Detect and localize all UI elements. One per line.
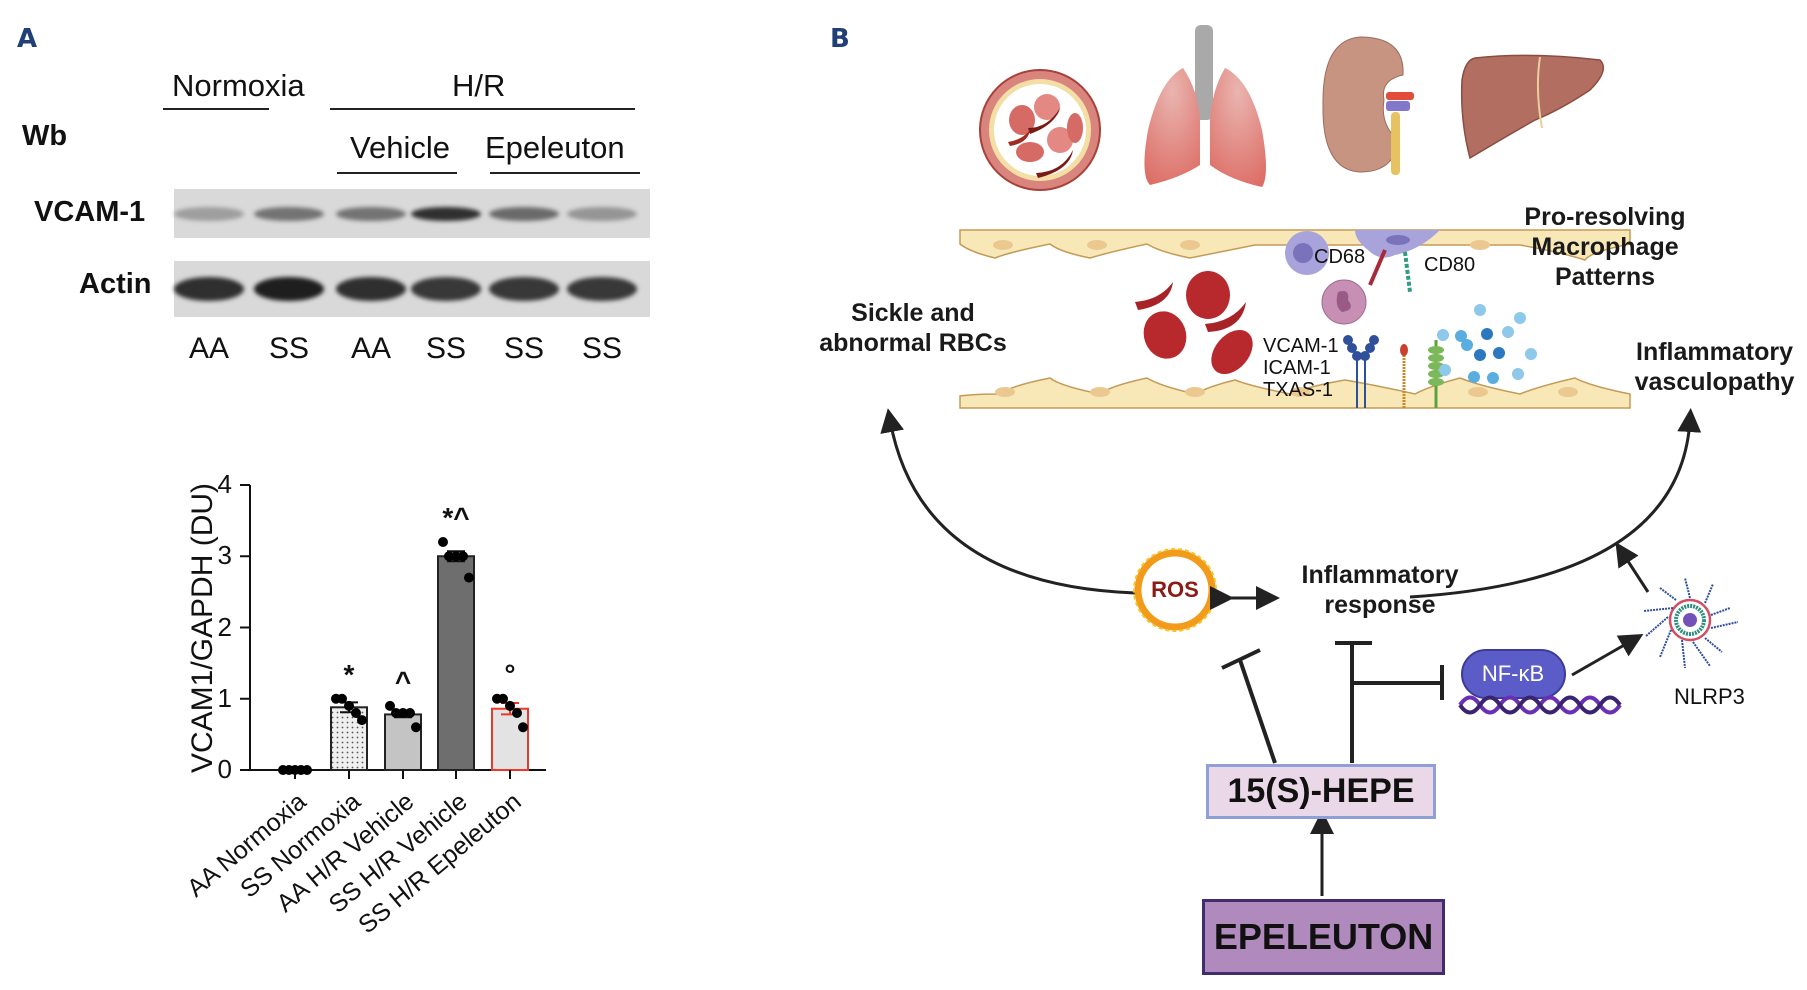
lane-label: SS [503,332,545,365]
blot-band [567,277,637,301]
data-point [398,708,408,718]
data-point [405,708,415,718]
nlrp3-to-vasculopathy-arrow [1615,541,1650,593]
data-point [498,693,508,704]
y-tick-label: 3 [217,540,232,571]
y-tick-label: 0 [217,754,232,784]
blot-band [254,277,324,301]
kidney-icon [1322,36,1414,175]
data-point [385,700,395,711]
lane-label: AA [350,332,392,365]
blot-band [254,206,324,221]
ros-fire-icon [1133,548,1217,632]
subgroup-epeleuton-label: Epeleuton [485,130,625,165]
lane-label: SS [581,332,623,365]
data-point [458,551,468,562]
blot-band [489,277,559,301]
nfkb-icon [1458,649,1622,715]
subgroup-vehicle-label: Vehicle [350,130,450,165]
arrow-to-inflammatory-vasculopathy [1409,408,1702,599]
nlrp3-label: NLRP3 [1674,684,1745,709]
lungs-icon [1144,25,1266,187]
nfkb-to-nlrp3-arrow [1571,634,1644,677]
panel-label-b: B [830,24,850,54]
blot-band [336,277,406,301]
pro-resolving-mediators-icon [1437,304,1537,384]
wb-label: Wb [22,120,68,152]
vcam1-row-label: VCAM-1 [34,196,146,228]
blot-band [411,277,481,301]
hepe-box: 15(S)-HEPE [1206,764,1436,819]
blood-vessel-icon [979,69,1101,191]
cd80-label: CD80 [1424,254,1476,276]
normoxia-underline [163,108,269,110]
cd68-label: CD68 [1314,246,1366,268]
data-point [411,722,421,733]
blot-band [174,206,244,221]
data-point [438,537,448,547]
data-point [357,715,367,726]
data-point [451,551,461,562]
data-point [351,708,361,718]
vehicle-underline [337,172,457,174]
group-hr-label: H/R [452,68,506,103]
inhibition-nfkb [1352,665,1444,700]
vcam1-blot [174,189,650,238]
lane-label: SS [268,332,310,365]
actin-blot [174,261,650,317]
inflammatory-response-label: Inflammatory response [1301,561,1459,619]
blot-band [567,206,637,221]
hr-underline [330,108,635,110]
data-point [512,708,522,718]
inhibition-hepe-inflammation [1335,641,1372,763]
data-point [505,700,515,711]
lane-label: SS [425,332,467,365]
y-tick-label: 2 [217,611,232,642]
inhibition-hepe-ros [1221,648,1277,764]
macrophage-cd68-icon [1285,231,1329,275]
actin-row-label: Actin [79,268,152,300]
data-point [444,551,454,562]
significance-marker: *^ [442,502,470,533]
liver-icon [1460,54,1605,160]
data-point [344,700,354,711]
red-blood-cells-icon [1135,271,1253,375]
data-point [464,572,474,583]
epeleuton-underline [490,172,640,174]
data-point [518,722,528,733]
inflammatory-vasculopathy-label: Inflammatory vasculopathy [1634,338,1795,396]
group-normoxia-label: Normoxia [172,68,305,103]
epeleuton-box: EPELEUTON [1202,899,1445,975]
blot-band [411,206,481,221]
bar-chart [240,484,546,779]
nlrp3-icon [1643,577,1739,669]
significance-marker: ^ [394,665,412,697]
significance-marker: * [343,658,355,690]
arrow-to-sickle-rbcs [880,408,1136,595]
significance-marker: ° [504,658,516,690]
y-tick-label: 4 [217,469,232,499]
nfkb-label: NF-κB [1481,661,1545,686]
blot-band [489,206,559,221]
endothelium-bottom [959,377,1631,409]
neutrophil-icon [1321,279,1367,325]
data-point [302,765,312,775]
panel-label-a: A [17,24,38,54]
sickle-rbc-label: Sickle and abnormal RBCs [819,299,1007,357]
ros-label: ROS [1151,577,1199,602]
y-tick-label: 1 [217,682,232,713]
blot-band [336,206,406,221]
macrophage-cd80-icon [1355,230,1440,293]
lane-label: AA [188,332,230,365]
data-point [337,693,347,704]
adhesion-molecules-label: VCAM-1 ICAM-1 TXAS-1 [1263,335,1339,401]
pro-resolving-label: Pro-resolving Macrophage Patterns [1524,203,1686,291]
blot-band [174,277,244,301]
data-point [391,708,401,718]
